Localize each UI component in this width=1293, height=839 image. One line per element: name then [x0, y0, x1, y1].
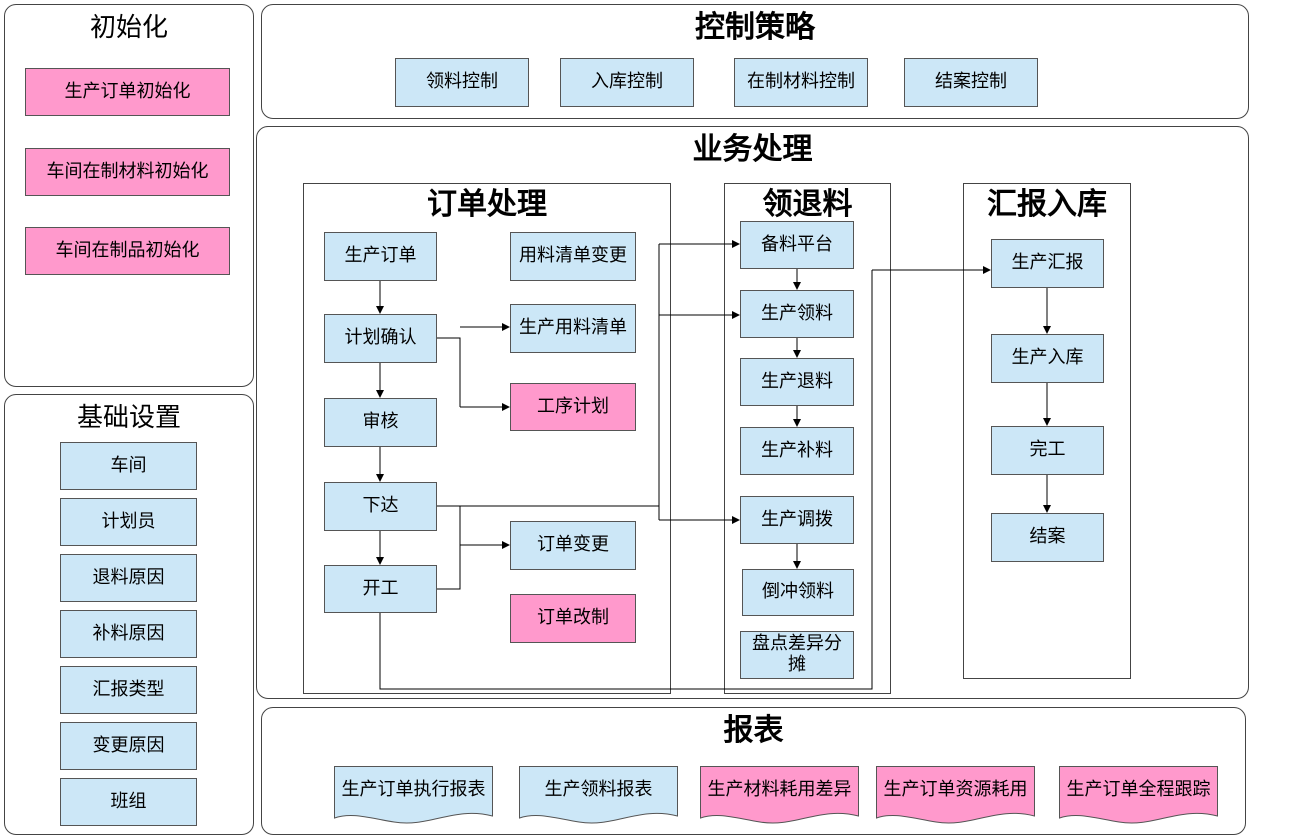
report-production-report[interactable]: 生产汇报 — [991, 239, 1104, 288]
init-production-order[interactable]: 生产订单初始化 — [25, 68, 230, 116]
report-complete[interactable]: 完工 — [991, 426, 1104, 475]
order-audit[interactable]: 审核 — [324, 398, 437, 447]
report-stockin-title: 汇报入库 — [987, 187, 1107, 222]
report-doc-resource-consumption[interactable]: 生产订单资源耗用 — [876, 766, 1035, 826]
material-supplement[interactable]: 生产补料 — [740, 427, 854, 475]
order-rework[interactable]: 订单改制 — [510, 594, 636, 643]
report-doc-label: 生产材料耗用差异 — [707, 778, 852, 800]
report-doc-full-tracking[interactable]: 生产订单全程跟踪 — [1059, 766, 1218, 826]
order-production-order[interactable]: 生产订单 — [324, 232, 437, 281]
document-shape-icon — [334, 766, 493, 824]
material-pick[interactable]: 生产领料 — [740, 290, 854, 338]
basic-report-type[interactable]: 汇报类型 — [60, 666, 197, 714]
report-doc-order-execution[interactable]: 生产订单执行报表 — [334, 766, 493, 826]
report-doc-label: 生产领料报表 — [544, 778, 653, 800]
order-change[interactable]: 订单变更 — [510, 521, 636, 570]
material-backflush[interactable]: 倒冲领料 — [742, 569, 854, 616]
material-return[interactable]: 生产退料 — [740, 358, 854, 406]
document-shape-icon — [1059, 766, 1218, 824]
control-strategy-title: 控制策略 — [695, 10, 815, 45]
report-doc-label: 生产订单资源耗用 — [883, 778, 1028, 800]
basic-planner[interactable]: 计划员 — [60, 498, 197, 546]
init-title: 初始化 — [89, 13, 168, 43]
business-title: 业务处理 — [692, 132, 813, 167]
init-workshop-wip-product[interactable]: 车间在制品初始化 — [25, 227, 230, 275]
material-inventory-diff[interactable]: 盘点差异分摊 — [740, 631, 854, 679]
basic-settings-title: 基础设置 — [76, 403, 181, 433]
material-transfer[interactable]: 生产调拨 — [740, 496, 854, 544]
basic-change-reason[interactable]: 变更原因 — [60, 722, 197, 770]
order-bom-change[interactable]: 用料清单变更 — [510, 232, 636, 281]
reports-title: 报表 — [723, 713, 784, 748]
document-shape-icon — [519, 766, 678, 824]
init-panel: 初始化 生产订单初始化 车间在制材料初始化 车间在制品初始化 — [4, 4, 254, 387]
report-doc-material-pick[interactable]: 生产领料报表 — [519, 766, 678, 826]
control-material-pick[interactable]: 领料控制 — [395, 58, 529, 107]
control-wip-material[interactable]: 在制材料控制 — [734, 58, 868, 107]
document-shape-icon — [700, 766, 859, 824]
material-prep-platform[interactable]: 备料平台 — [740, 221, 854, 269]
control-stock-in[interactable]: 入库控制 — [560, 58, 694, 107]
control-closing[interactable]: 结案控制 — [904, 58, 1038, 107]
basic-team[interactable]: 班组 — [60, 778, 197, 826]
report-doc-material-consumption-diff[interactable]: 生产材料耗用差异 — [700, 766, 859, 826]
order-plan-confirm[interactable]: 计划确认 — [324, 314, 437, 363]
basic-workshop[interactable]: 车间 — [60, 442, 197, 490]
report-doc-label: 生产订单执行报表 — [341, 778, 486, 800]
control-strategy-panel: 控制策略 领料控制 入库控制 在制材料控制 结案控制 — [261, 4, 1249, 119]
report-close[interactable]: 结案 — [991, 513, 1104, 562]
report-stock-in[interactable]: 生产入库 — [991, 334, 1104, 383]
basic-return-reason[interactable]: 退料原因 — [60, 554, 197, 602]
basic-settings-panel: 基础设置 车间 计划员 退料原因 补料原因 汇报类型 变更原因 班组 — [4, 394, 254, 835]
document-shape-icon — [876, 766, 1035, 824]
order-processing-title: 订单处理 — [427, 187, 547, 222]
report-doc-label: 生产订单全程跟踪 — [1066, 778, 1211, 800]
init-workshop-wip-material[interactable]: 车间在制材料初始化 — [25, 148, 230, 196]
order-process-plan[interactable]: 工序计划 — [510, 383, 636, 431]
order-material-list[interactable]: 生产用料清单 — [510, 304, 636, 353]
material-title: 领退料 — [762, 187, 853, 222]
basic-supplement-reason[interactable]: 补料原因 — [60, 610, 197, 658]
order-release[interactable]: 下达 — [324, 482, 437, 531]
order-start[interactable]: 开工 — [324, 565, 437, 613]
